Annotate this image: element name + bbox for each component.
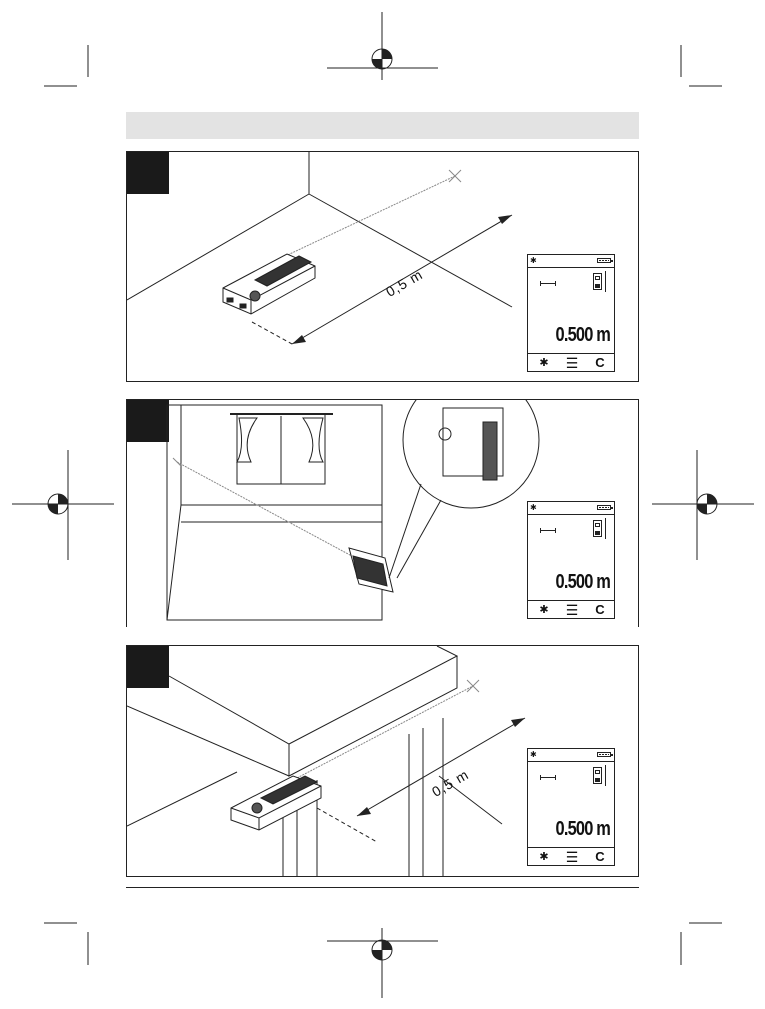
measurement-value: 0.500 m: [543, 324, 610, 347]
length-mode-icon: [540, 775, 556, 780]
header-bar: [126, 112, 639, 139]
footer-rule: [126, 887, 639, 888]
reference-level-icon: [593, 273, 602, 290]
battery-icon: [597, 258, 611, 263]
length-mode-icon: [540, 281, 556, 286]
clear-icon: C: [586, 849, 614, 865]
length-mode-icon: [540, 528, 556, 533]
figure-panel-1: 0,5 m ✱ 0.500 m ✱ ☰ C: [126, 151, 639, 382]
reference-level-icon: [593, 767, 602, 784]
clear-icon: C: [586, 355, 614, 371]
battery-icon: [597, 752, 611, 757]
menu-icon: ☰: [558, 849, 586, 865]
battery-icon: [597, 505, 611, 510]
bluetooth-status-icon: ✱: [530, 749, 537, 760]
bluetooth-status-icon: ✱: [530, 502, 537, 513]
figure-panel-2: ✱ 0.500 m ✱ ☰ C: [126, 399, 639, 627]
figure-panel-3: 0,5 m ✱ 0.500 m ✱ ☰ C: [126, 645, 639, 877]
measurement-value: 0.500 m: [543, 818, 610, 841]
device-display: ✱ 0.500 m ✱ ☰ C: [527, 501, 615, 619]
menu-icon: ☰: [558, 355, 586, 371]
bluetooth-icon: ✱: [530, 602, 558, 618]
bluetooth-status-icon: ✱: [530, 255, 537, 266]
menu-icon: ☰: [558, 602, 586, 618]
reference-level-icon: [593, 520, 602, 537]
measurement-value: 0.500 m: [543, 571, 610, 594]
bluetooth-icon: ✱: [530, 849, 558, 865]
device-display: ✱ 0.500 m ✱ ☰ C: [527, 254, 615, 372]
device-display: ✱ 0.500 m ✱ ☰ C: [527, 748, 615, 866]
clear-icon: C: [586, 602, 614, 618]
bluetooth-icon: ✱: [530, 355, 558, 371]
